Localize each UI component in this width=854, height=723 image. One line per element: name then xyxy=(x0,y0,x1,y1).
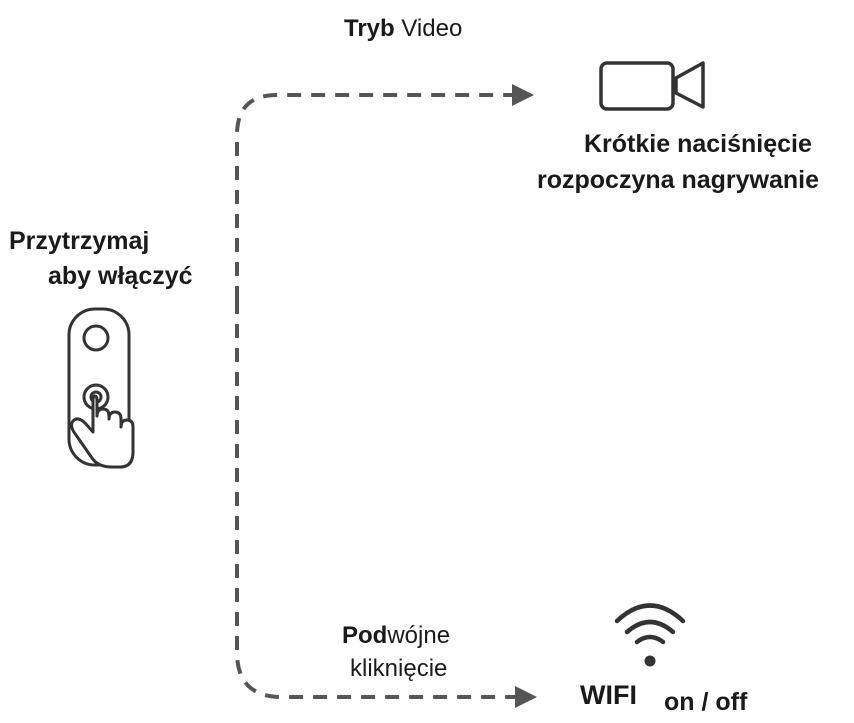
wifi-label: WIFI xyxy=(580,680,637,710)
video-caption-line1: Krótkie naciśnięcie xyxy=(584,130,812,158)
double-click-line1: Podwójne xyxy=(342,622,450,650)
wifi-state: on / off xyxy=(664,688,748,716)
video-camera-icon xyxy=(599,61,705,111)
camera-device-press-icon xyxy=(67,307,135,469)
hold-label-line1: Przytrzymaj xyxy=(9,227,150,255)
hold-label-line2: aby włączyć xyxy=(48,262,193,290)
double-click-line2: kliknięcie xyxy=(350,655,448,682)
video-mode-title: Tryb Video xyxy=(344,15,462,43)
arrow-to-video-mode xyxy=(235,93,512,300)
video-mode-title-bold: Tryb xyxy=(344,15,395,42)
video-mode-title-rest: Video xyxy=(394,15,463,42)
video-caption-line2: rozpoczyna nagrywanie xyxy=(537,166,820,194)
arrowhead-wifi xyxy=(515,686,537,708)
arrowhead-video xyxy=(512,84,534,106)
wifi-icon xyxy=(614,603,686,667)
double-click-bold: Pod xyxy=(342,622,388,649)
arrow-to-wifi xyxy=(235,300,515,699)
double-click-rest: wójne xyxy=(387,622,451,649)
